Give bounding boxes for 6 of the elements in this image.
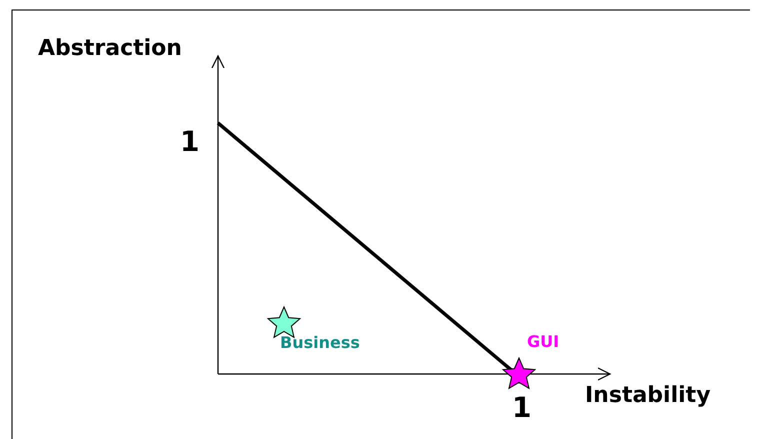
point-label: GUI bbox=[527, 334, 560, 350]
axis-title: Abstraction bbox=[38, 38, 182, 60]
point-label: Business bbox=[280, 335, 360, 351]
tick-label: 1 bbox=[180, 128, 200, 156]
axis-title: Instability bbox=[585, 385, 711, 407]
tick-label: 1 bbox=[512, 394, 532, 422]
